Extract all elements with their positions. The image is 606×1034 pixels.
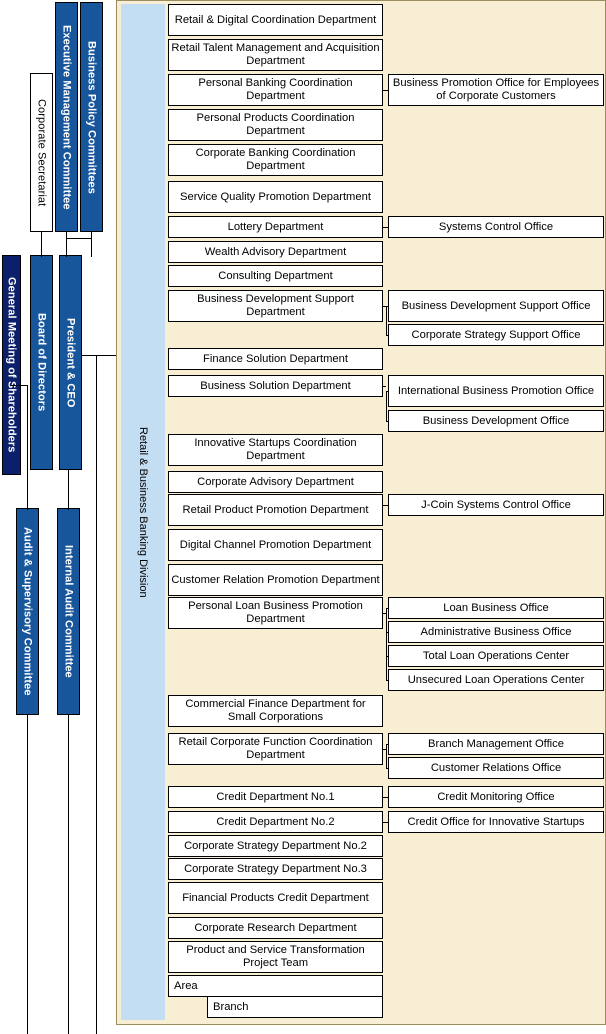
bar-business-policy-committees[interactable]: Business Policy Committees xyxy=(80,2,103,232)
office-box[interactable]: Business Development Support Office xyxy=(388,290,604,322)
department-box[interactable]: Retail Talent Management and Acquisition… xyxy=(168,39,383,71)
connector-audit-sup-tail xyxy=(27,715,28,1034)
office-box[interactable]: Administrative Business Office xyxy=(388,621,604,643)
department-box[interactable]: Innovative Startups Coordination Departm… xyxy=(168,434,383,466)
department-box[interactable]: Finance Solution Department xyxy=(168,348,383,370)
department-box[interactable]: Wealth Advisory Department xyxy=(168,241,383,263)
department-box[interactable]: Service Quality Promotion Department xyxy=(168,181,383,213)
connector-shareholders-down xyxy=(27,385,28,510)
bar-board-of-directors[interactable]: Board of Directors xyxy=(30,255,53,470)
department-box[interactable]: Credit Department No.1 xyxy=(168,786,383,808)
department-box[interactable]: Personal Products Coordination Departmen… xyxy=(168,109,383,141)
connector-secretariat-down xyxy=(41,232,42,257)
connector-shareholders-right xyxy=(11,385,28,386)
connector-president-down xyxy=(68,470,69,510)
department-box[interactable]: Business Solution Department xyxy=(168,375,383,397)
department-box[interactable]: Corporate Strategy Department No.3 xyxy=(168,858,383,880)
office-box[interactable]: Business Development Office xyxy=(388,410,604,432)
department-box[interactable]: Customer Relation Promotion Department xyxy=(168,564,383,596)
department-box[interactable]: Lottery Department xyxy=(168,216,383,238)
department-box[interactable]: Credit Department No.2 xyxy=(168,811,383,833)
bar-internal-audit-committee[interactable]: Internal Audit Committee xyxy=(57,508,80,715)
department-box[interactable]: Personal Banking Coordination Department xyxy=(168,74,383,106)
department-box[interactable]: Corporate Strategy Department No.2 xyxy=(168,835,383,857)
connector-policy-down xyxy=(91,232,92,257)
department-box[interactable]: Corporate Banking Coordination Departmen… xyxy=(168,144,383,176)
department-box[interactable]: Retail Corporate Function Coordination D… xyxy=(168,733,383,765)
department-box-area[interactable]: Area xyxy=(168,975,383,997)
connector-president-bus xyxy=(82,355,116,356)
office-box[interactable]: Total Loan Operations Center xyxy=(388,645,604,667)
office-box[interactable]: Systems Control Office xyxy=(388,216,604,238)
department-box[interactable]: Business Development Support Department xyxy=(168,290,383,322)
department-box[interactable]: Corporate Advisory Department xyxy=(168,471,383,493)
department-box[interactable]: Personal Loan Business Promotion Departm… xyxy=(168,597,383,629)
connector-division-tail xyxy=(96,355,97,1034)
office-box[interactable]: Customer Relations Office xyxy=(388,757,604,779)
office-box[interactable]: Unsecured Loan Operations Center xyxy=(388,669,604,691)
connector-policy-elbow xyxy=(66,238,92,239)
office-box[interactable]: Credit Monitoring Office xyxy=(388,786,604,808)
division-label: Retail & Business Banking Division xyxy=(121,4,165,1020)
department-box[interactable]: Retail Product Promotion Department xyxy=(168,494,383,526)
department-box[interactable]: Corporate Research Department xyxy=(168,917,383,939)
department-box[interactable]: Digital Channel Promotion Department xyxy=(168,529,383,561)
branch-box[interactable]: Branch xyxy=(207,996,383,1018)
office-box[interactable]: Credit Office for Innovative Startups xyxy=(388,811,604,833)
bar-president-ceo[interactable]: President & CEO xyxy=(59,255,82,470)
office-box[interactable]: Corporate Strategy Support Office xyxy=(388,324,604,346)
department-box[interactable]: Commercial Finance Department for Small … xyxy=(168,695,383,727)
bar-executive-management-committee[interactable]: Executive Management Committee xyxy=(55,2,78,232)
connector-exec-down xyxy=(66,232,67,257)
bar-corporate-secretariat[interactable]: Corporate Secretariat xyxy=(30,73,53,232)
bar-audit-supervisory-committee[interactable]: Audit & Supervisory Committee xyxy=(16,508,39,715)
department-box[interactable]: Product and Service Transformation Proje… xyxy=(168,941,383,973)
department-box[interactable]: Financial Products Credit Department xyxy=(168,882,383,914)
bar-general-meeting-of-shareholders[interactable]: General Meeting of Shareholders xyxy=(2,255,21,475)
office-box[interactable]: Branch Management Office xyxy=(388,733,604,755)
office-box[interactable]: J-Coin Systems Control Office xyxy=(388,494,604,516)
connector-internal-audit-tail xyxy=(68,715,69,1034)
office-box[interactable]: Business Promotion Office for Employees … xyxy=(388,74,604,106)
office-box[interactable]: International Business Promotion Office xyxy=(388,375,604,407)
office-box[interactable]: Loan Business Office xyxy=(388,597,604,619)
department-box[interactable]: Consulting Department xyxy=(168,265,383,287)
department-box[interactable]: Retail & Digital Coordination Department xyxy=(168,4,383,36)
